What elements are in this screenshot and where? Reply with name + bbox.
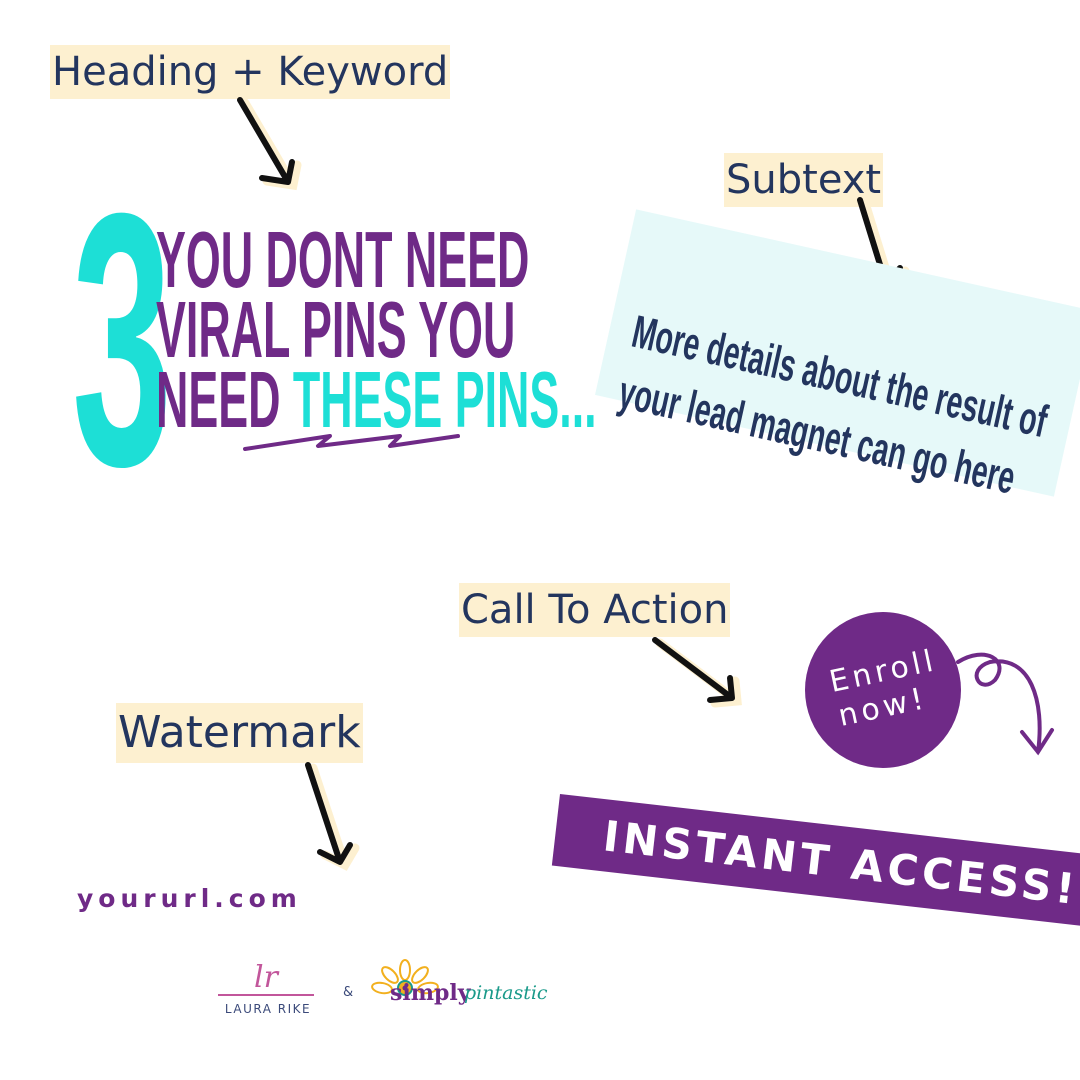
squiggle-underline	[243, 434, 460, 451]
simply-pintastic-logo: simply pintastic	[370, 958, 548, 1018]
sunflower-icon	[371, 959, 439, 996]
cta-label: Call To Action	[459, 583, 731, 637]
curly-arrow-icon	[956, 652, 1054, 756]
arrow-icon	[237, 97, 295, 185]
simply-text: simply	[390, 980, 471, 1006]
watermark-label: Watermark	[116, 703, 363, 763]
heading-line-3: NEED THESE PINS...	[156, 360, 597, 440]
ampersand: &	[343, 985, 354, 1000]
laura-monogram: lr	[218, 962, 314, 996]
subtext-label: Subtext	[724, 153, 884, 207]
heading-line-3-a: NEED	[156, 355, 293, 444]
heading-keyword-label: Heading + Keyword	[50, 45, 451, 99]
enroll-now-button[interactable]: Enroll now!	[805, 612, 961, 768]
arrow-icon	[305, 762, 353, 865]
laura-name: LAURA RIKE	[224, 1002, 312, 1016]
big-number: 3	[72, 139, 173, 541]
arrow-icon	[652, 637, 735, 703]
laura-rike-logo: lr LAURA RIKE	[218, 962, 318, 1016]
heading-line-1: YOU DONT NEED	[156, 215, 530, 304]
heading-keyword: THESE PINS...	[292, 355, 597, 444]
watermark-url: yoururl.com	[77, 884, 302, 913]
heading-line-2: VIRAL PINS YOU	[156, 285, 516, 374]
pintastic-text: pintastic	[464, 982, 548, 1004]
